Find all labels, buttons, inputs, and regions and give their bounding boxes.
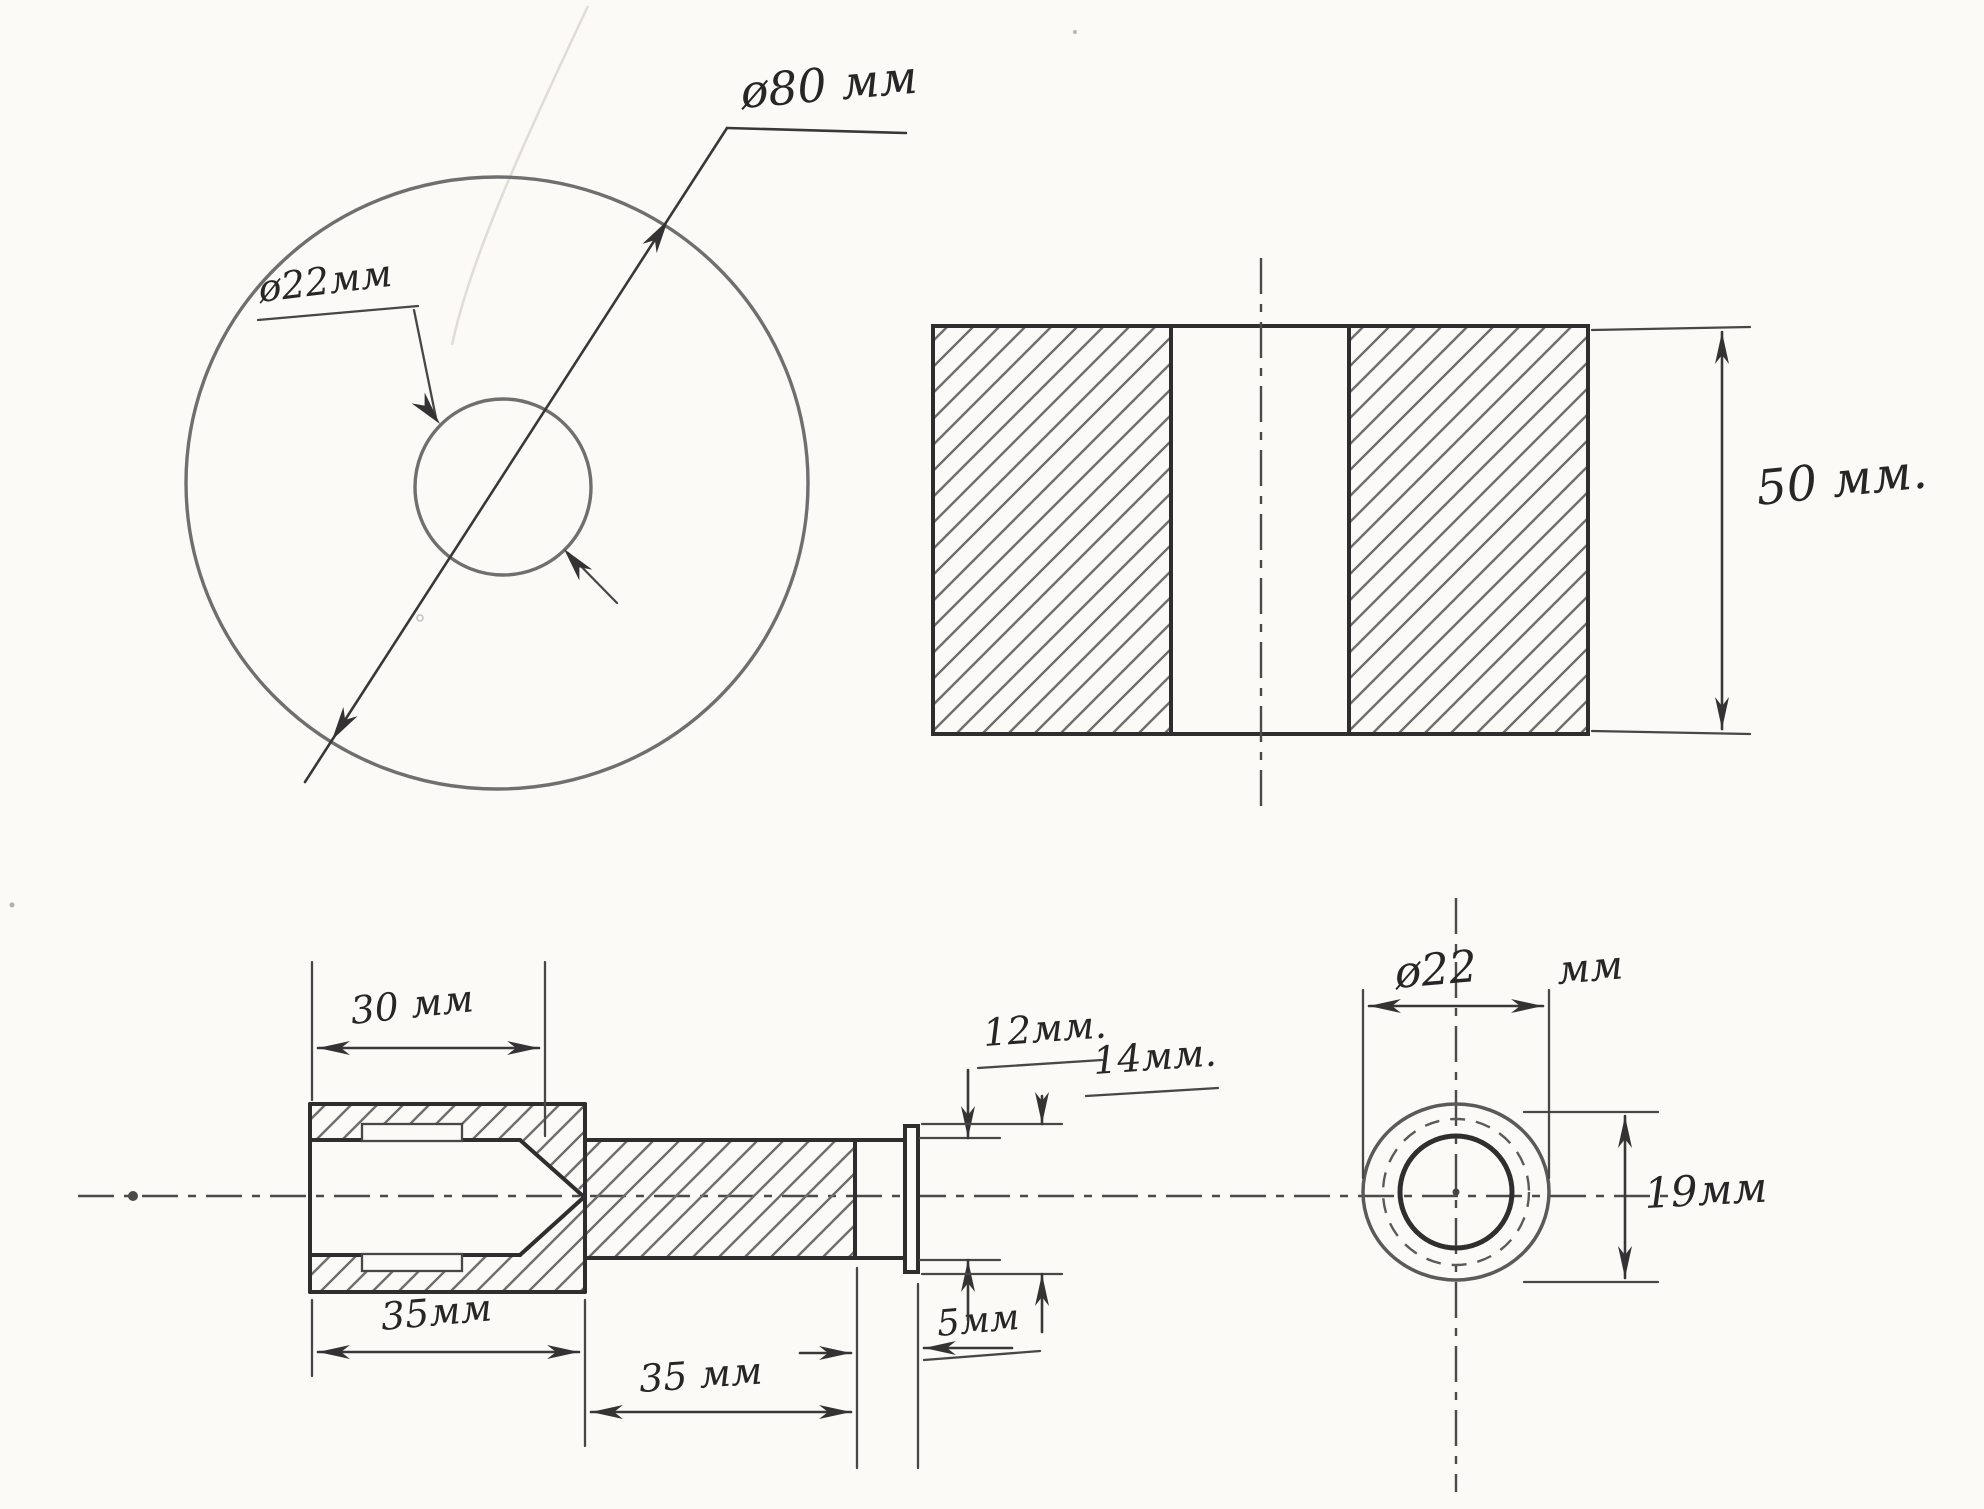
center-mark (1452, 1188, 1460, 1196)
label-underline (1084, 1086, 1220, 1098)
arrowhead (324, 706, 358, 745)
shaft-length-label: 35 мм (638, 1348, 764, 1401)
flange-diameter-label: 14мм. (1092, 1030, 1218, 1083)
label-underline (976, 1058, 1104, 1070)
hub-outer-circle (1361, 1102, 1551, 1282)
side-view: 50 мм. (931, 258, 1930, 812)
hatched-wall-right (1349, 328, 1586, 732)
label-underline (256, 304, 420, 322)
shaft-section-view: 30 мм 35мм 35 мм 5мм 12мм. 14мм. (78, 960, 1672, 1470)
speck (9, 902, 15, 908)
keyway-slot-top (360, 1122, 464, 1143)
flange-width-label: 5мм (935, 1297, 1021, 1345)
label-underline (725, 126, 908, 135)
width-across-label: 19мм (1643, 1163, 1768, 1218)
scan-artifacts (9, 5, 1077, 908)
hub-diameter-label: ø22 (1392, 941, 1480, 999)
end-view: ø22 мм 19мм (1361, 898, 1768, 1492)
shaft-diameter-label: 12мм. (982, 1002, 1108, 1055)
speck (416, 614, 424, 622)
hatched-wall-left (935, 328, 1171, 732)
bore-circle (1397, 1133, 1515, 1251)
keyway-slot-bottom (360, 1252, 464, 1273)
bore-diameter-label: ø22мм (255, 251, 395, 311)
centerline-dot (128, 1191, 138, 1201)
outer-diameter-label: ø80 мм (737, 50, 919, 119)
end-flange (903, 1124, 920, 1274)
front-view: ø80 мм ø22мм (184, 50, 919, 791)
bore-chamfer-bottom (518, 1196, 585, 1257)
thickness-label: 50 мм. (1753, 443, 1929, 517)
extension-line (1590, 729, 1752, 736)
pencil-smudge (450, 5, 590, 346)
extension-line (1590, 325, 1752, 332)
bore-depth-label: 30 мм (348, 976, 475, 1033)
speck (1073, 30, 1077, 34)
hidden-circle-dashed (1381, 1117, 1531, 1267)
bore-chamfer-top (518, 1138, 585, 1198)
leader-line (412, 308, 438, 420)
label-underline (922, 1349, 1042, 1362)
hub-length-label: 35мм (379, 1285, 494, 1339)
hub-diameter-unit: мм (1555, 942, 1625, 994)
outer-circle (184, 175, 810, 791)
hub-wall-bottom (310, 1200, 585, 1292)
shaft-body (585, 1140, 855, 1258)
hub-wall-top (310, 1104, 585, 1194)
arrowhead (557, 543, 593, 581)
bore-circle (413, 397, 593, 577)
